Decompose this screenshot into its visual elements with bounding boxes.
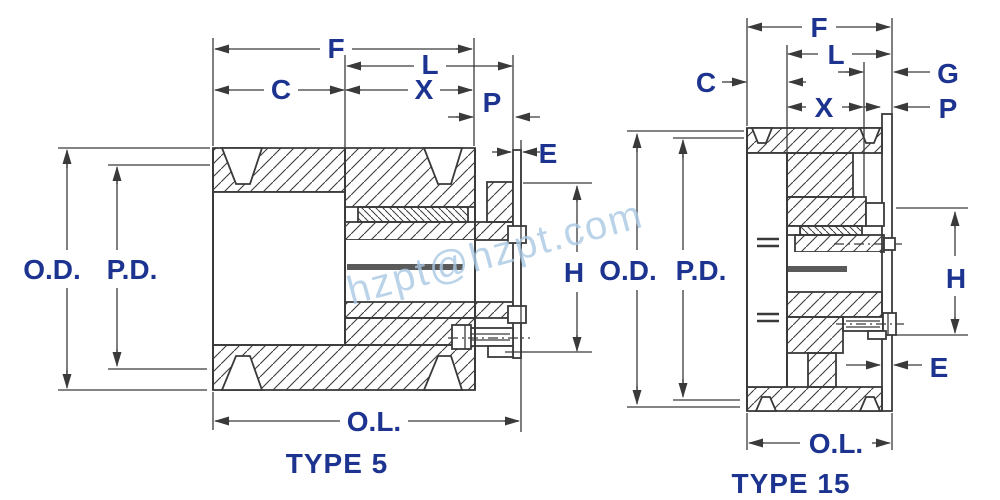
type15-bushing-gap	[786, 225, 801, 236]
type5-label-E: E	[539, 138, 558, 169]
type5-title: TYPE 5	[286, 448, 388, 479]
type15-flange-hook	[865, 202, 885, 227]
type5-keyway	[347, 264, 463, 270]
type15-dim-OL: O.L.	[748, 428, 891, 459]
type5-capscrew	[448, 324, 530, 358]
type5-flange	[486, 181, 514, 223]
type5-label-PD: P.D.	[107, 254, 158, 285]
belt-groove	[220, 147, 264, 185]
type15-dim-P: P	[864, 93, 957, 124]
type15-label-X: X	[815, 92, 834, 123]
type5-label-H: H	[564, 257, 584, 288]
type5-label-OD: O.D.	[23, 254, 81, 285]
type5-dimensions: F L C X	[23, 33, 592, 437]
belt-groove	[858, 396, 882, 412]
type5-dim-E: E	[492, 138, 557, 169]
type15-keyway	[787, 266, 847, 272]
type15-dim-X: X	[787, 92, 864, 123]
type15-label-PD: P.D.	[676, 255, 727, 286]
type5-flange-lip	[507, 305, 527, 324]
type5-label-C: C	[271, 74, 291, 105]
belt-groove	[422, 147, 464, 185]
type15-bushing	[799, 225, 863, 236]
type15-label-P: P	[939, 93, 958, 124]
type15-dim-L: L	[787, 39, 891, 70]
type15-dimensions: F L C G	[599, 12, 968, 459]
type5-diagram: F L C X	[23, 33, 592, 479]
type5-dim-F: F	[214, 33, 473, 64]
type5-dim-PD: P.D.	[107, 166, 158, 367]
type5-label-OL: O.L.	[347, 406, 401, 437]
type15-label-C: C	[696, 67, 716, 98]
type15-diagram: F L C G	[599, 12, 968, 499]
type5-dim-OD: O.D.	[23, 149, 81, 389]
type15-capscrew	[836, 312, 904, 340]
type15-dim-OD: O.D.	[599, 133, 657, 405]
type15-dim-G: G	[838, 58, 959, 89]
type5-dim-L: L	[346, 49, 513, 80]
center-break-marks	[757, 237, 779, 323]
type5-bore	[345, 240, 475, 302]
type5-label-X: X	[415, 74, 434, 105]
belt-groove	[422, 355, 464, 391]
type15-label-OD: O.D.	[599, 255, 657, 286]
type15-hub-lower	[786, 291, 883, 318]
type5-dim-P: P	[448, 87, 540, 122]
type5-label-L: L	[421, 49, 438, 80]
type15-label-F: F	[810, 12, 827, 43]
type15-web-disc	[746, 152, 788, 388]
type5-sheave-section	[212, 147, 530, 391]
type15-label-G: G	[937, 58, 959, 89]
type15-hub-mid	[786, 196, 867, 227]
type5-dim-X: X	[345, 74, 473, 105]
type15-label-E: E	[930, 352, 949, 383]
belt-groove	[750, 127, 774, 144]
type15-label-OL: O.L.	[809, 428, 863, 459]
type15-label-L: L	[827, 39, 844, 70]
type15-arm	[786, 316, 844, 354]
type15-dim-F: F	[747, 12, 891, 43]
type15-dim-C: C	[696, 67, 806, 98]
type5-dim-C: C	[214, 74, 345, 105]
type15-dim-E: E	[846, 352, 948, 383]
type5-hub	[212, 191, 346, 346]
type5-bushing	[357, 206, 469, 223]
type5-label-P: P	[483, 87, 502, 118]
belt-groove	[754, 396, 778, 412]
type15-screw-tip	[883, 237, 896, 251]
type15-hub-upper	[786, 152, 854, 198]
type5-label-F: F	[327, 33, 344, 64]
type15-back-plate	[881, 113, 893, 412]
type5-dim-OL: O.L.	[214, 406, 520, 437]
belt-groove	[220, 355, 264, 391]
type15-dim-H: H	[946, 211, 966, 334]
type15-sheave-section	[746, 113, 904, 412]
type15-dim-PD: P.D.	[676, 139, 727, 398]
type15-label-H: H	[946, 263, 966, 294]
type15-title: TYPE 15	[731, 468, 850, 499]
type5-dim-H: H	[564, 185, 584, 352]
type15-web-column	[807, 352, 837, 388]
